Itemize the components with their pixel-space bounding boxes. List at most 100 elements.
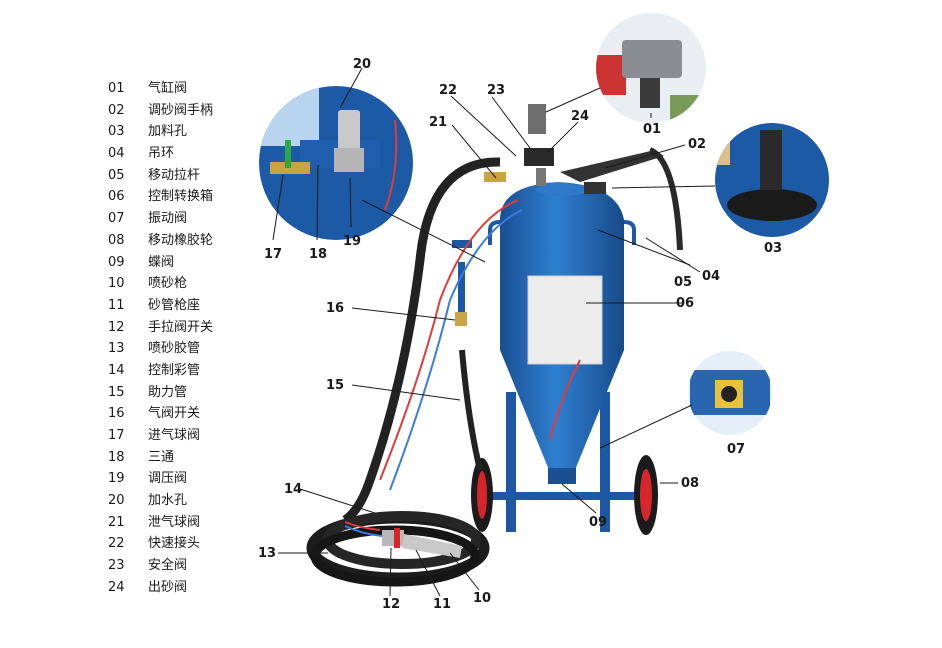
legend-item-number: 23 [108, 558, 125, 574]
inset-regulator-assembly [259, 86, 413, 240]
legend-item: 12 手拉阀开关 [108, 317, 268, 339]
legend-item: 03 加料孔 [108, 121, 268, 143]
leader-lines [272, 67, 716, 597]
callout-04: 04 [702, 269, 720, 284]
legend-item-label: 吊环 [148, 146, 175, 162]
legend-item: 02 调砂阀手柄 [108, 100, 268, 122]
legend-item-number: 21 [108, 514, 125, 530]
legend-item: 10 喷砂枪 [108, 273, 268, 295]
legend-item-number: 10 [108, 276, 125, 292]
legend-item-number: 24 [108, 579, 125, 595]
legend-item-label: 加料孔 [148, 124, 188, 140]
legend-item-number: 13 [108, 341, 125, 357]
legend-item-label: 调砂阀手柄 [148, 102, 214, 118]
callout-23: 23 [487, 83, 505, 98]
callout-18: 18 [309, 247, 327, 262]
legend-item: 23 安全阀 [108, 555, 268, 577]
legend-item: 22 快速接头 [108, 533, 268, 555]
legend-item-number: 09 [108, 254, 125, 270]
legend-item-label: 三通 [148, 449, 175, 465]
callout-05: 05 [674, 275, 692, 290]
inset-cylinder-valve [596, 13, 706, 123]
legend-item-label: 手拉阀开关 [148, 319, 214, 335]
rubber-wheels [471, 455, 658, 535]
legend-item-number: 03 [108, 124, 125, 140]
callout-21: 21 [429, 115, 447, 130]
legend-item-number: 05 [108, 167, 125, 183]
legend-item: 15 助力管 [108, 382, 268, 404]
control-hoses [342, 157, 581, 524]
legend-item: 04 吊环 [108, 143, 268, 165]
callout-10: 10 [473, 591, 491, 606]
callout-03: 03 [764, 241, 782, 256]
callout-07: 07 [727, 442, 745, 457]
assist-pipe [452, 240, 483, 471]
callout-15: 15 [326, 378, 344, 393]
callout-06: 06 [676, 296, 694, 311]
inset-vibration-valve [688, 351, 772, 435]
legend-item: 09 蝶阀 [108, 252, 268, 274]
callout-08: 08 [681, 476, 699, 491]
legend-item-label: 安全阀 [148, 558, 188, 574]
callout-01: 01 [643, 122, 661, 137]
legend-item-label: 气阀开关 [148, 406, 201, 422]
blast-hose-coil [306, 511, 490, 587]
callout-17: 17 [264, 247, 282, 262]
legend-item-label: 蝶阀 [148, 254, 175, 270]
legend-item-number: 18 [108, 449, 125, 465]
callout-02: 02 [688, 137, 706, 152]
legend-item-number: 12 [108, 319, 125, 335]
legend-item-number: 22 [108, 536, 125, 552]
legend-item-number: 02 [108, 102, 125, 118]
legend-item-number: 11 [108, 297, 125, 313]
blast-gun [382, 528, 462, 558]
legend-item: 21 泄气球阀 [108, 512, 268, 534]
legend-item-label: 出砂阀 [148, 579, 188, 595]
legend-item-label: 气缸阀 [148, 81, 188, 96]
legend-item: 17 进气球阀 [108, 425, 268, 447]
legend-item-label: 喷砂枪 [148, 276, 188, 292]
callout-13: 13 [258, 546, 276, 561]
callout-labels: 01 02 03 04 05 06 07 08 09 10 11 12 13 1… [258, 57, 782, 612]
legend-item-label: 控制彩管 [148, 362, 201, 378]
legend-item-label: 泄气球阀 [148, 514, 201, 530]
legend-item-number: 17 [108, 428, 125, 443]
legend-item-number: 19 [108, 471, 125, 487]
legend-item-label: 进气球阀 [148, 428, 201, 443]
legend-item-label: 振动阀 [148, 211, 188, 227]
callout-11: 11 [433, 597, 451, 612]
legend-item-number: 06 [108, 189, 125, 205]
legend-item: 05 移动拉杆 [108, 165, 268, 187]
callout-12: 12 [382, 597, 400, 612]
legend-item-number: 01 [108, 81, 125, 96]
callout-14: 14 [284, 482, 302, 497]
legend-item-number: 15 [108, 384, 125, 400]
callout-20: 20 [353, 57, 371, 72]
legend-item: 01 气缸阀 [108, 78, 268, 100]
callout-09: 09 [589, 515, 607, 530]
legend-item-number: 04 [108, 146, 125, 162]
legend-item-label: 助力管 [148, 384, 188, 400]
control-box [527, 275, 603, 365]
inset-feed-hole [715, 123, 829, 237]
legend-item-number: 20 [108, 493, 125, 509]
legend-item-label: 移动拉杆 [148, 167, 201, 183]
legend-item: 14 控制彩管 [108, 360, 268, 382]
legend-item-number: 14 [108, 362, 125, 378]
legend-item-label: 快速接头 [148, 536, 201, 552]
legend-item: 18 三通 [108, 447, 268, 469]
legend-item: 24 出砂阀 [108, 577, 268, 599]
legend-item-label: 喷砂胶管 [148, 341, 201, 357]
callout-16: 16 [326, 301, 344, 316]
legend-item-label: 移动橡胶轮 [148, 232, 214, 248]
callout-22: 22 [439, 83, 457, 98]
